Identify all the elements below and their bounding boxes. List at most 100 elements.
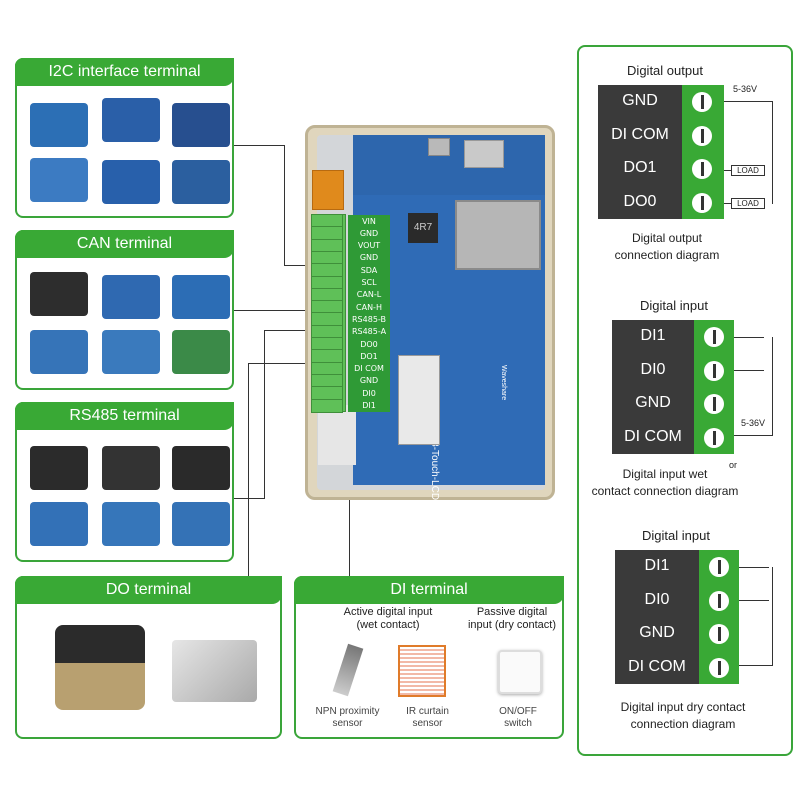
do-wire — [248, 363, 311, 364]
screw-icon — [709, 590, 729, 611]
screw-icon — [704, 327, 724, 347]
pin-label: GND — [348, 374, 390, 388]
i2c-module-thumb — [102, 160, 160, 204]
i2c-wire — [284, 145, 285, 265]
i2c-module-thumb — [102, 98, 160, 142]
can-module-thumb — [30, 330, 88, 374]
terminal-label: DI0 — [640, 360, 666, 378]
rs485-module-thumb — [102, 502, 160, 546]
do-wire — [724, 101, 772, 102]
di-wet-wire — [772, 337, 773, 435]
digital-input-wet-title: Digital input — [640, 298, 708, 313]
di-dry-wire — [739, 600, 769, 601]
di-wet-wire — [734, 337, 764, 338]
terminal-label: DI COM — [628, 657, 686, 675]
pin-label: SDA — [348, 263, 390, 277]
can-module-thumb — [172, 275, 230, 319]
screw-icon — [692, 159, 712, 179]
terminal-label: DO1 — [623, 159, 657, 176]
terminal-label: GND — [639, 624, 675, 641]
do-voltage-label: 5-36V — [733, 84, 758, 94]
i2c-module-thumb — [172, 103, 230, 147]
i2c-module-thumb — [30, 158, 88, 202]
sd-card-slot — [464, 140, 504, 168]
rs485-wire — [234, 498, 264, 499]
do-terminal-dark — [598, 85, 682, 219]
load-box: LOAD — [731, 198, 765, 209]
screw-icon — [692, 92, 712, 112]
onoff-switch-image — [498, 650, 542, 694]
pin-label: RS485-A — [348, 325, 390, 339]
di-dry-terminal-dark — [615, 550, 699, 684]
terminal-label: DO0 — [623, 192, 657, 210]
di-wet-wire — [734, 435, 773, 436]
pin-label: DO1 — [348, 349, 390, 363]
di-dry-wire — [772, 567, 773, 665]
rs485-module-thumb — [102, 446, 160, 490]
do-panel-title: DO terminal — [15, 576, 282, 604]
di-wet-wire — [734, 370, 764, 371]
can-wire — [234, 310, 311, 311]
screw-icon — [704, 394, 724, 414]
di-item-label: IR curtain sensor — [406, 706, 449, 729]
terminal-label: DI1 — [644, 557, 670, 574]
pin-label: DI0 — [348, 386, 390, 400]
screw-icon — [692, 125, 712, 146]
digital-input-wet-caption: Digital input wet contact connection dia… — [591, 467, 739, 498]
di-panel-title: DI terminal — [294, 576, 564, 604]
pin-label: RS485-B — [348, 312, 390, 326]
can-panel-title: CAN terminal — [15, 230, 234, 258]
rs485-wire — [264, 330, 265, 499]
pin-label: DI1 — [348, 399, 390, 412]
screw-icon — [709, 624, 729, 644]
rs485-module-thumb — [172, 502, 230, 546]
inductor: 4R7 — [408, 213, 438, 243]
i2c-module-thumb — [172, 160, 230, 204]
can-module-thumb — [102, 275, 160, 319]
rs485-module-thumb — [172, 446, 230, 490]
rs485-wire — [264, 330, 311, 331]
passive-input-label: Passive digital input (dry contact) — [467, 606, 557, 631]
ribbon-connector — [312, 170, 344, 210]
di-dry-wire — [739, 665, 773, 666]
di-wet-terminal-dark — [612, 320, 694, 454]
digital-output-caption: Digital output connection diagram — [614, 231, 720, 262]
screw-icon — [704, 427, 724, 448]
do-wire — [772, 101, 773, 204]
screw-icon — [692, 192, 712, 213]
screw-terminal — [311, 398, 343, 413]
pin-label: DI COM — [348, 362, 390, 376]
usb-c-port — [428, 138, 450, 156]
can-module-thumb — [172, 330, 230, 374]
do-wire — [248, 363, 249, 576]
di-item-label: ON/OFF switch — [499, 706, 537, 729]
terminal-label: DI COM — [611, 125, 669, 143]
pin-label: SCL — [348, 276, 390, 289]
di-item-label: NPN proximity sensor — [315, 706, 380, 729]
di-dry-wire — [739, 567, 769, 568]
solenoid-valve-image — [55, 625, 145, 710]
digital-input-dry-title: Digital input — [642, 528, 710, 543]
terminal-label: GND — [622, 92, 658, 109]
active-input-label: Active digital input (wet contact) — [343, 606, 433, 631]
screw-icon — [704, 360, 724, 381]
esp32-module — [455, 200, 541, 270]
ir-curtain-image — [398, 645, 446, 697]
terminal-label: DI0 — [644, 590, 670, 608]
i2c-wire — [234, 145, 284, 146]
pin-label: DO0 — [348, 337, 390, 351]
diagram-panel — [577, 45, 793, 756]
rs485-module-thumb — [30, 502, 88, 546]
can-module-thumb — [30, 272, 88, 316]
fpc-connector — [398, 355, 440, 445]
do-wire — [724, 170, 731, 171]
pin-label: GND — [348, 251, 390, 265]
do-wire — [724, 203, 731, 204]
di-wet-voltage-label: 5-36V — [741, 418, 766, 428]
digital-output-title: Digital output — [627, 63, 703, 78]
terminal-label: DI COM — [624, 427, 682, 445]
load-box: LOAD — [731, 165, 765, 176]
rs485-panel-title: RS485 terminal — [15, 402, 234, 430]
or-label: or — [729, 460, 738, 470]
digital-input-dry-caption: Digital input dry contact connection dia… — [620, 700, 746, 731]
